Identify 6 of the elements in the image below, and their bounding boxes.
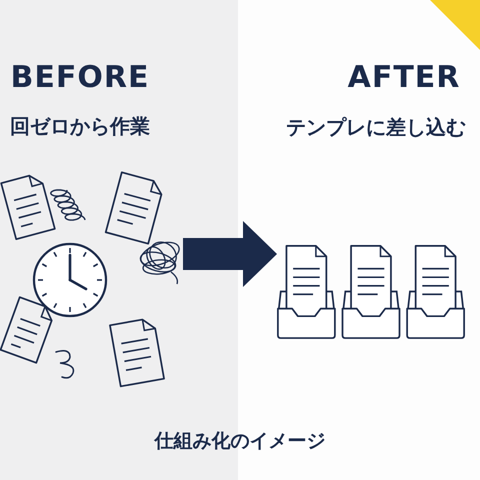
caption: 仕組み化のイメージ <box>154 430 326 453</box>
panel-heading: AFTER <box>348 60 460 96</box>
panel-heading: BEFORE <box>10 60 150 96</box>
panel-subtitle: テンプレに差し込む <box>286 115 466 139</box>
arrow <box>183 221 277 287</box>
panel-subtitle: 回ゼロから作業 <box>10 114 150 138</box>
